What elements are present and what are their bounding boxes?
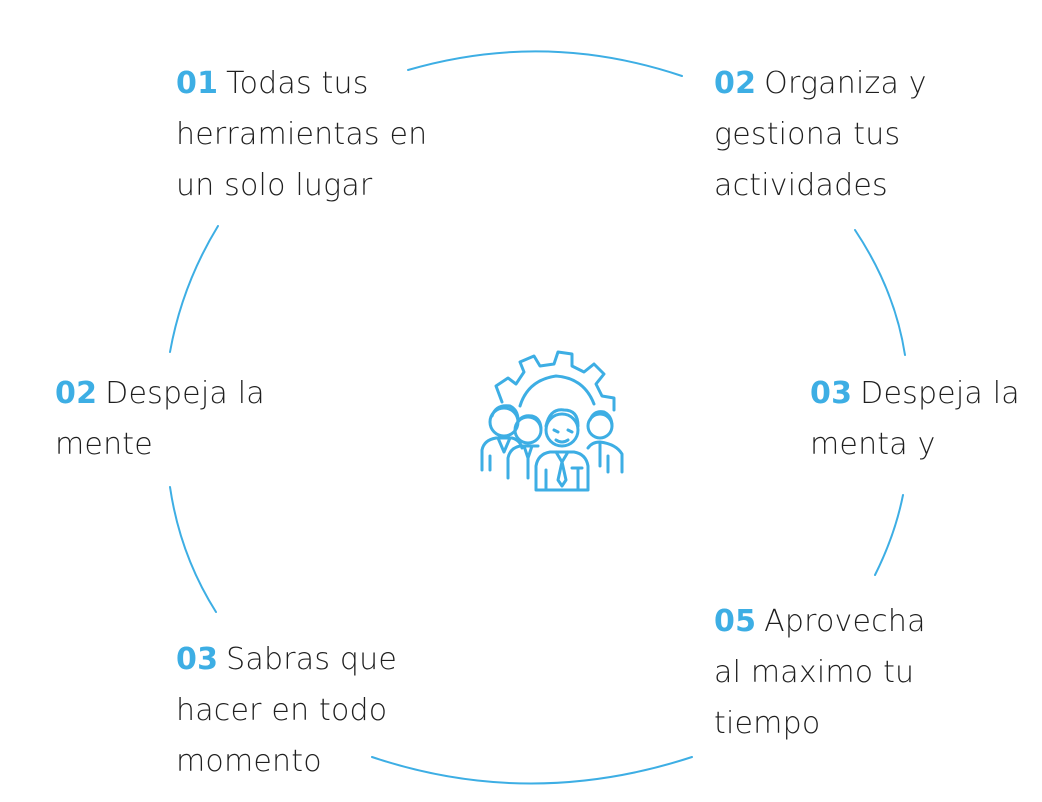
step-item-3-line-2: mente bbox=[55, 427, 153, 462]
arc-upper-left bbox=[169, 225, 219, 353]
step-item-2-line-3: actividades bbox=[714, 168, 888, 203]
step-item-6-line-2: al maximo tu bbox=[714, 655, 915, 690]
step-item-6-line-3: tiempo bbox=[714, 706, 821, 741]
arc-bottom bbox=[371, 756, 693, 785]
step-item-5-line-3: momento bbox=[176, 744, 322, 779]
team-gear-icon bbox=[476, 344, 628, 496]
step-number: 03 bbox=[176, 642, 219, 677]
arc-lower-left bbox=[169, 486, 217, 613]
arc-lower-right bbox=[874, 494, 904, 576]
step-item-2-line-2: gestiona tus bbox=[714, 117, 901, 152]
step-number: 03 bbox=[810, 376, 853, 411]
step-item-5-line-2: hacer en todo bbox=[176, 693, 388, 728]
step-item-1-line-2: herramientas en bbox=[176, 117, 428, 152]
arc-upper-right bbox=[854, 229, 906, 356]
step-number: 02 bbox=[55, 376, 98, 411]
step-item-1-line-3: un solo lugar bbox=[176, 168, 373, 203]
step-number: 02 bbox=[714, 66, 757, 101]
step-number: 01 bbox=[176, 66, 219, 101]
arc-top bbox=[407, 50, 683, 77]
step-number: 05 bbox=[714, 604, 757, 639]
step-item-4-line-2: menta y bbox=[810, 427, 936, 462]
